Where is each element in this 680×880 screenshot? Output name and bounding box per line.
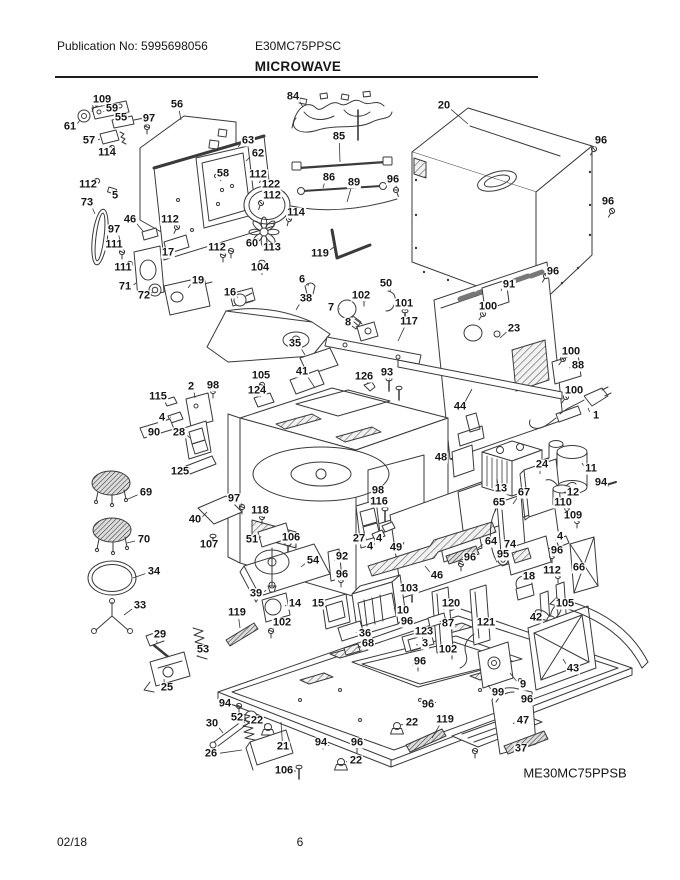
part-hv-transformer	[351, 574, 407, 637]
page-title: MICROWAVE	[254, 59, 342, 74]
part-bowed-wire	[290, 198, 398, 211]
part-support-rod	[297, 182, 387, 195]
part-trim-strip	[445, 545, 480, 565]
part-spring	[192, 627, 208, 660]
part-thermostat	[229, 287, 256, 307]
part-drive-motor	[515, 575, 535, 601]
part-turntable-motor	[261, 581, 291, 639]
part-turntable-ring	[243, 185, 291, 225]
part-oven-cavity	[227, 387, 449, 598]
part-seal-strip	[405, 728, 447, 753]
part-magnetron	[481, 440, 543, 497]
part-wingclip	[363, 381, 376, 392]
publication-number: Publication No: 5995698056	[57, 39, 208, 53]
part-belt	[91, 208, 109, 266]
footer-date: 02/18	[57, 835, 88, 849]
part-turntable-tray	[87, 560, 137, 596]
part-control-frame	[195, 145, 257, 229]
part-power-cord	[529, 386, 612, 429]
model-number: E30MC75PPSC	[254, 39, 342, 53]
part-rack	[92, 517, 132, 556]
part-wire	[459, 633, 475, 669]
part-angle-rail	[367, 521, 497, 577]
part-cover	[569, 536, 599, 594]
part-motor-bracket	[133, 245, 165, 299]
part-shelf-rail	[397, 359, 563, 400]
header-rule	[55, 76, 538, 78]
footer-page-number: 6	[296, 835, 304, 849]
part-cover-pads	[289, 347, 339, 395]
part-roller-support	[91, 598, 133, 634]
part-hex-key	[330, 228, 372, 260]
diagram-code: ME30MC75PPSB	[523, 765, 627, 781]
part-seal-strip	[225, 622, 259, 647]
part-ground-rod	[291, 156, 393, 171]
part-fan-motor-lower	[477, 641, 514, 689]
part-clip	[343, 643, 361, 656]
part-lamp-bracket	[324, 336, 422, 365]
part-spring	[240, 713, 256, 741]
part-hv-unit	[519, 440, 588, 521]
part-channel	[469, 584, 491, 646]
part-clip	[253, 392, 275, 408]
part-interlock-switch	[139, 392, 214, 460]
part-mount-plate	[497, 535, 552, 576]
part-clip	[304, 282, 316, 295]
part-diode	[601, 481, 617, 489]
part-latch-hardware	[77, 100, 151, 156]
part-relay-box	[321, 593, 351, 630]
part-lamp	[337, 299, 379, 342]
part-spring-wire	[385, 290, 396, 312]
part-clip	[141, 227, 159, 241]
part-mount-bracket	[143, 651, 191, 693]
part-wiring-harness	[291, 90, 393, 141]
part-fan-motor	[163, 276, 213, 316]
part-foot-bracket	[245, 729, 294, 771]
part-rack	[91, 470, 131, 508]
